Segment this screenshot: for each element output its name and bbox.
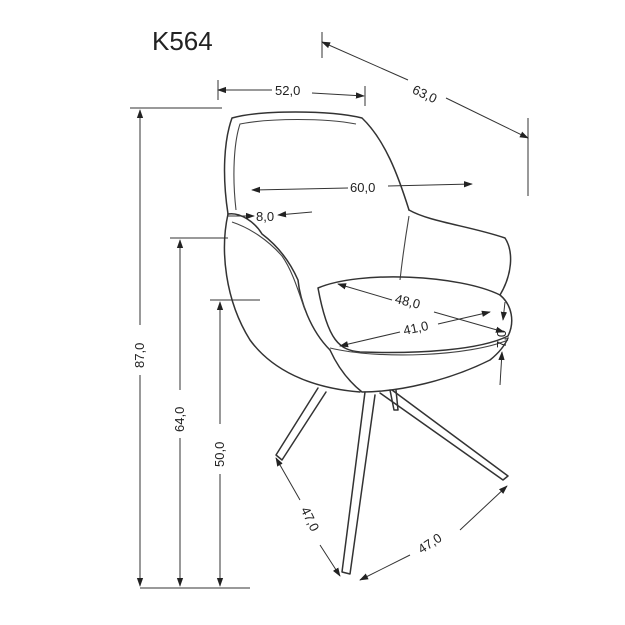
right-arm-seam [399, 215, 410, 281]
label-seat-diagonal-inner: 41,0 [402, 318, 430, 338]
seat-base-outline [329, 337, 509, 393]
left-arm-seam [231, 221, 306, 311]
label-depth: 63,0 [410, 82, 439, 106]
label-seat-height: 50,0 [212, 442, 227, 467]
label-base-left: 47,0 [298, 504, 323, 533]
label-arm-width: 60,0 [350, 180, 375, 195]
dimension-lines [130, 32, 529, 589]
label-arm-thickness: 8,0 [256, 209, 274, 224]
leg-front-right [379, 389, 509, 481]
seat-outline [317, 276, 513, 354]
label-arm-height: 64,0 [172, 407, 187, 432]
backrest-seam [233, 118, 357, 211]
left-arm-outline [227, 213, 331, 351]
label-base-right: 47,0 [415, 530, 444, 556]
label-seat-width: 52,0 [275, 83, 300, 98]
leg-back [389, 389, 399, 411]
label-seat-diagonal-outer: 48,0 [394, 291, 422, 312]
seat-front-seam [329, 339, 509, 356]
left-body-outline [223, 213, 361, 393]
label-total-height: 87,0 [132, 343, 147, 368]
right-arm-outline [408, 209, 512, 296]
label-seat-cushion: 7,0 [494, 330, 509, 348]
leg-front-left [275, 387, 327, 461]
chair-illustration [223, 111, 513, 575]
dimension-labels: 52,0 63,0 60,0 8,0 48,0 41,0 7,0 87,0 64… [132, 82, 509, 557]
backrest-outline [223, 111, 410, 215]
leg-front-center [341, 391, 376, 575]
model-title: K564 [152, 26, 213, 56]
